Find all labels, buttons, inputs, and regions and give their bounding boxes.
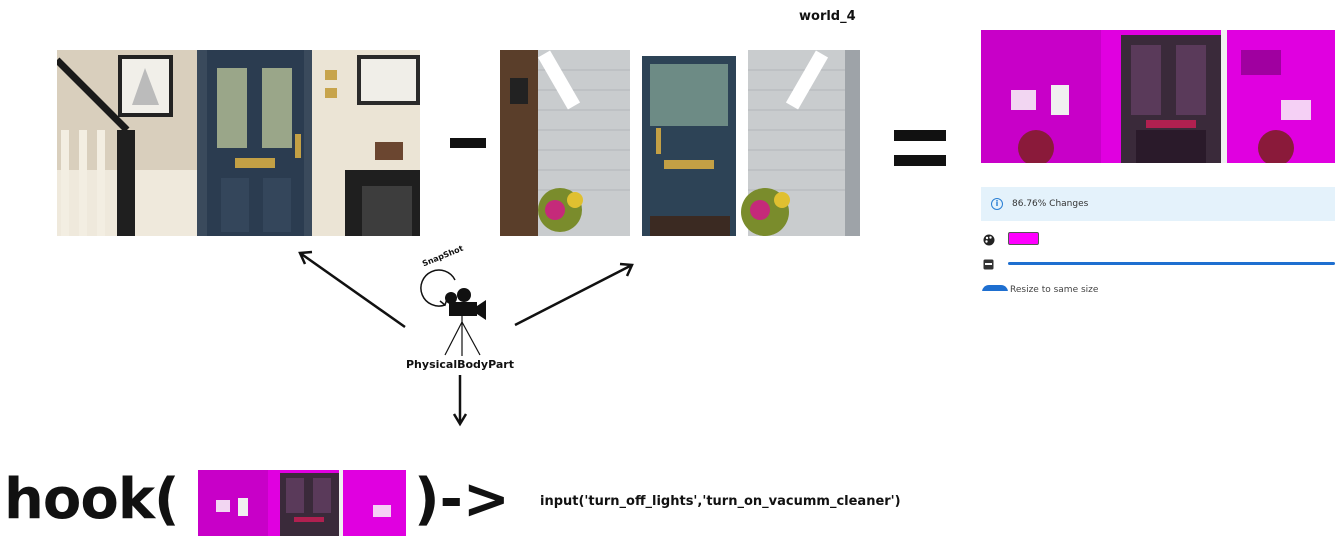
info-icon: i bbox=[991, 198, 1003, 210]
tripod-icon bbox=[444, 316, 481, 356]
input-call-text: input('turn_off_lights','turn_on_vacumm_… bbox=[540, 494, 901, 509]
physical-body-part-label: PhysicalBodyPart bbox=[406, 358, 514, 371]
equals-operator-bottom bbox=[894, 155, 946, 166]
minus-operator bbox=[450, 138, 486, 148]
equals-operator-top bbox=[894, 130, 946, 141]
interior-door-image bbox=[57, 50, 420, 236]
hook-open-text: hook( bbox=[4, 467, 180, 532]
hook-close-arrow-text: )-> bbox=[414, 467, 510, 532]
opacity-slider[interactable] bbox=[1008, 262, 1335, 265]
arrow-to-hook bbox=[452, 375, 468, 427]
arrow-to-exterior-image bbox=[514, 262, 634, 327]
highlight-color-picker[interactable] bbox=[1008, 232, 1039, 245]
layers-icon bbox=[983, 257, 994, 270]
world-label: world_4 bbox=[799, 9, 856, 24]
hook-diff-thumbnail bbox=[198, 470, 406, 536]
arrow-to-interior-image bbox=[298, 250, 406, 329]
diff-result-image bbox=[981, 30, 1335, 163]
changes-info-banner: i 86.76% Changes bbox=[981, 187, 1335, 221]
exterior-door-image bbox=[500, 50, 860, 236]
changes-percentage-text: 86.76% Changes bbox=[1012, 199, 1089, 209]
resize-toggle-label: Resize to same size bbox=[1010, 285, 1099, 292]
palette-icon bbox=[983, 233, 995, 246]
camera-icon bbox=[445, 288, 486, 320]
resize-toggle[interactable] bbox=[982, 285, 1008, 291]
